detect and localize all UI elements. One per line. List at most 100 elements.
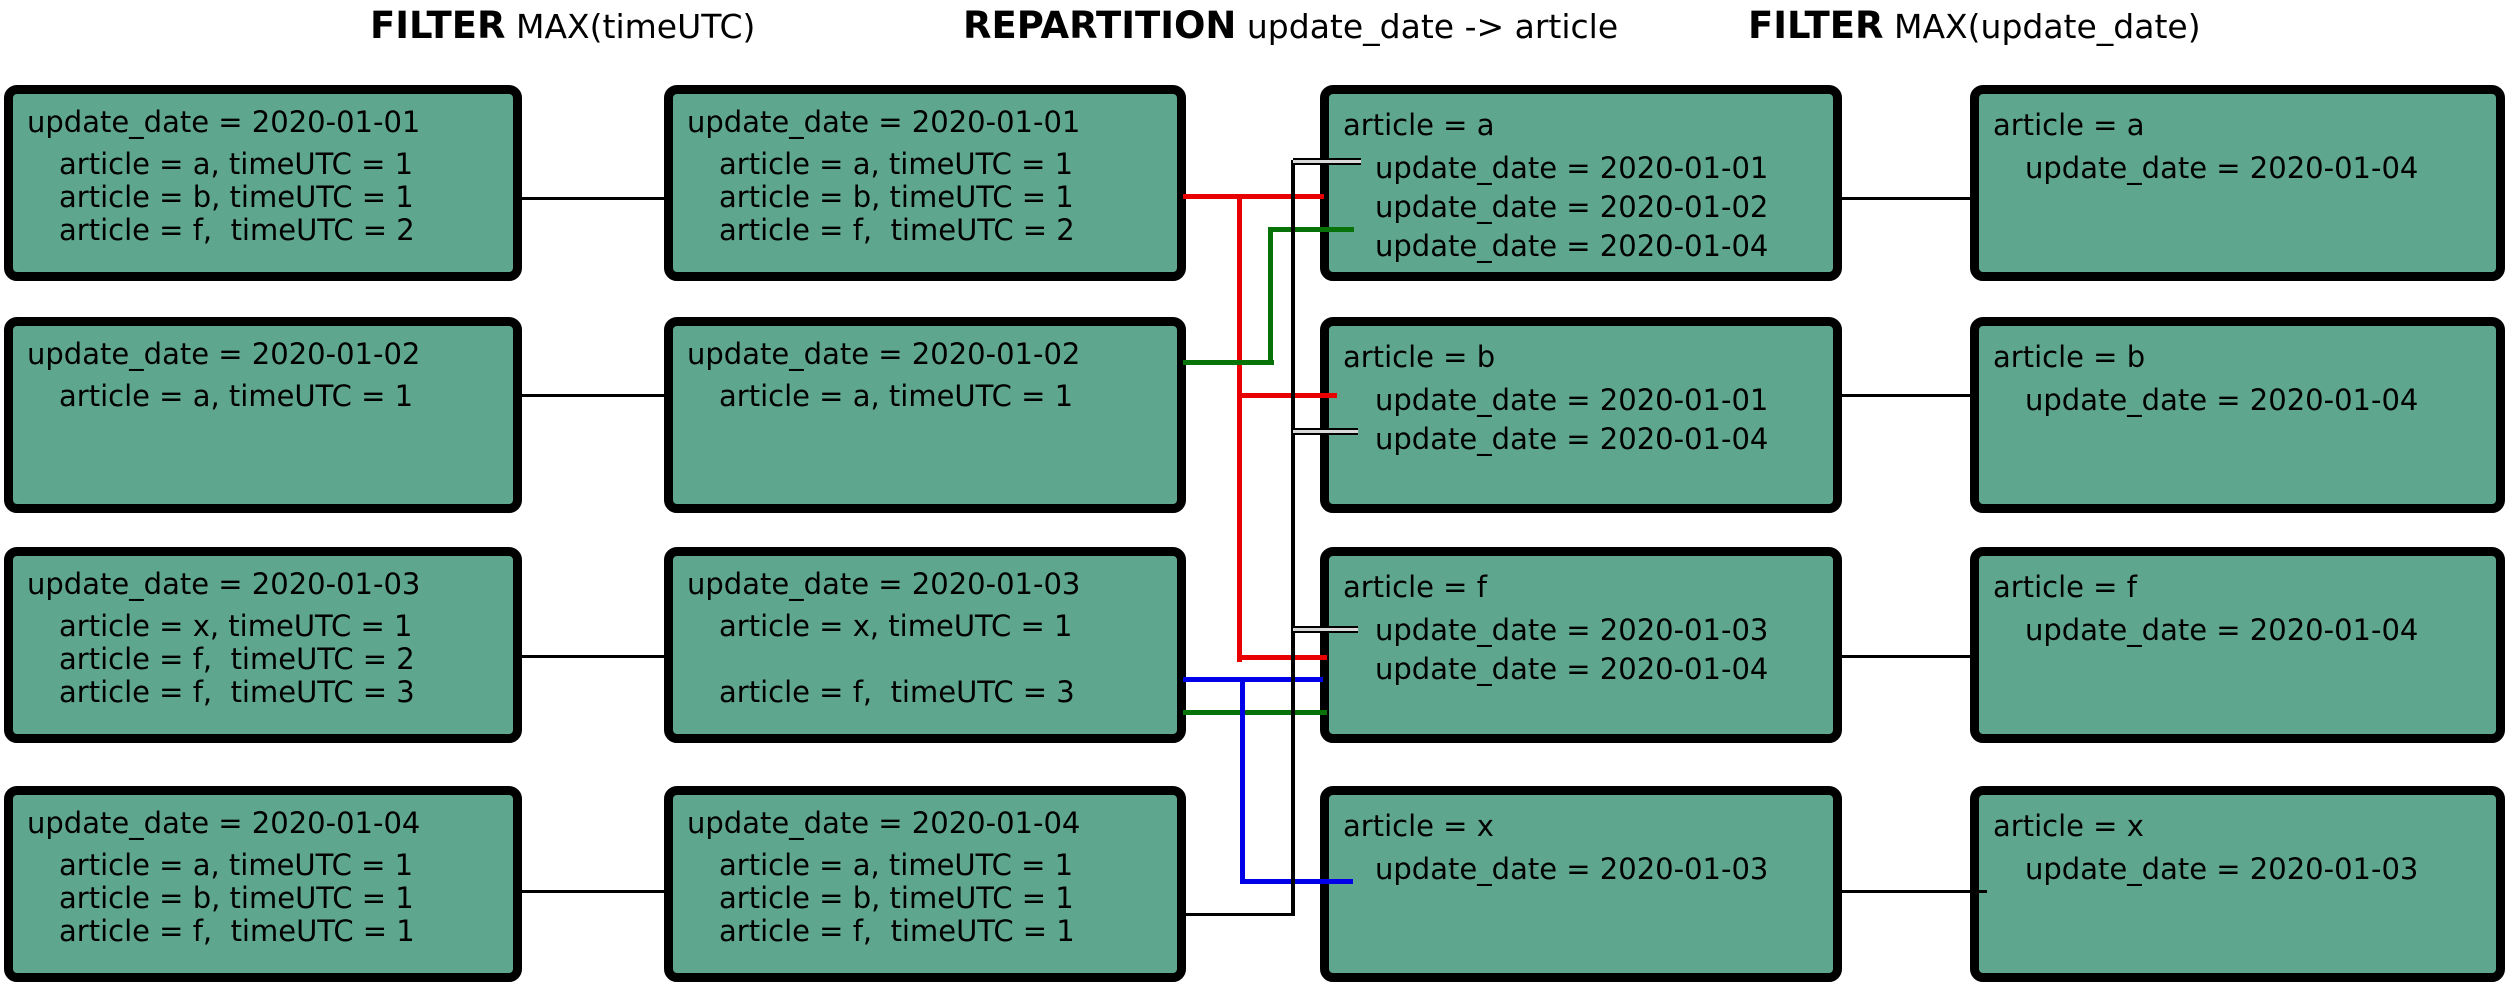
partition-key: update_date = 2020-01-02 — [687, 337, 1081, 371]
edge-green-to-article-a — [1268, 227, 1354, 232]
stage-title: FILTER — [370, 4, 506, 47]
record-row-blank — [687, 643, 1171, 676]
edge-green-to-article-f — [1183, 710, 1327, 715]
partition-key: update_date = 2020-01-01 — [27, 105, 421, 139]
edge-article-x-filter — [1838, 890, 1987, 893]
partition-key: update_date = 2020-01-04 — [687, 806, 1081, 840]
partition-box-date-2020-01-04: update_date = 2020-01-04 article = a, ti… — [4, 786, 522, 982]
edge-red-vertical — [1237, 194, 1242, 662]
record-row: update_date = 2020-01-04 — [1375, 229, 1769, 263]
record-row: article = a, timeUTC = 1 — [719, 848, 1074, 882]
record-row: update_date = 2020-01-04 — [1375, 422, 1769, 456]
partition-key: article = a — [1343, 108, 1495, 142]
edge-red-to-article-f — [1237, 655, 1327, 660]
record-row: article = f, timeUTC = 1 — [719, 914, 1075, 948]
edge-black-to-article-b — [1293, 428, 1358, 435]
record-row: update_date = 2020-01-04 — [2025, 151, 2419, 185]
partition-key: article = a — [1993, 108, 2145, 142]
partition-key: update_date = 2020-01-01 — [687, 105, 1081, 139]
result-box-f: article = f update_date = 2020-01-04 — [1970, 547, 2505, 743]
record-row — [687, 446, 1171, 479]
record-row — [687, 413, 1171, 446]
record-row: article = b, timeUTC = 1 — [719, 180, 1074, 214]
record-row — [27, 413, 507, 446]
result-box-a: article = a update_date = 2020-01-04 — [1970, 85, 2505, 281]
edge-green-vertical — [1268, 227, 1273, 365]
result-box-b: article = b update_date = 2020-01-04 — [1970, 317, 2505, 513]
stage-header-repartition: REPARTITION update_date -> article — [963, 4, 1618, 47]
article-box-a: article = a update_date = 2020-01-01 upd… — [1320, 85, 1842, 281]
partition-box-date-2020-01-03: update_date = 2020-01-03 article = x, ti… — [4, 547, 522, 743]
article-box-x: article = x update_date = 2020-01-03 — [1320, 786, 1842, 982]
record-row: article = a, timeUTC = 1 — [59, 379, 414, 413]
partition-key: article = x — [1993, 809, 2144, 843]
edge-red-to-article-a — [1183, 194, 1324, 199]
record-row: article = f, timeUTC = 3 — [719, 675, 1075, 709]
stage-title: FILTER — [1748, 4, 1884, 47]
record-row: update_date = 2020-01-02 — [1375, 190, 1769, 224]
article-box-b: article = b update_date = 2020-01-01 upd… — [1320, 317, 1842, 513]
record-row: article = a, timeUTC = 1 — [59, 848, 414, 882]
edge-row1-filter — [520, 197, 666, 200]
filtered-box-date-2020-01-01: update_date = 2020-01-01 article = a, ti… — [664, 85, 1186, 281]
partition-key: update_date = 2020-01-02 — [27, 337, 421, 371]
partition-key: article = f — [1993, 570, 2137, 604]
filtered-box-date-2020-01-02: update_date = 2020-01-02 article = a, ti… — [664, 317, 1186, 513]
record-row: update_date = 2020-01-04 — [2025, 383, 2419, 417]
partition-box-date-2020-01-01: update_date = 2020-01-01 article = a, ti… — [4, 85, 522, 281]
edge-article-a-filter — [1838, 197, 1972, 200]
record-row: article = b, timeUTC = 1 — [59, 180, 414, 214]
record-row: update_date = 2020-01-03 — [1375, 613, 1769, 647]
filtered-box-date-2020-01-04: update_date = 2020-01-04 article = a, ti… — [664, 786, 1186, 982]
record-row: article = f, timeUTC = 3 — [59, 675, 415, 709]
edge-blue-to-article-x — [1240, 879, 1353, 884]
result-box-x: article = x update_date = 2020-01-03 — [1970, 786, 2505, 982]
partition-key: article = b — [1993, 340, 2146, 374]
edge-black-to-article-f — [1293, 626, 1358, 633]
stage-title: REPARTITION — [963, 4, 1237, 47]
stage-detail: MAX(update_date) — [1894, 7, 2201, 46]
stage-detail: update_date -> article — [1246, 7, 1619, 46]
edge-black-to-article-a — [1293, 158, 1361, 165]
record-row: article = x, timeUTC = 1 — [59, 609, 413, 643]
edge-black-vertical — [1291, 160, 1295, 916]
partition-key: article = x — [1343, 809, 1494, 843]
record-row: article = b, timeUTC = 1 — [59, 881, 414, 915]
partition-key: update_date = 2020-01-03 — [687, 567, 1081, 601]
record-row: article = f, timeUTC = 2 — [719, 213, 1075, 247]
record-row: update_date = 2020-01-04 — [1375, 652, 1769, 686]
record-row: update_date = 2020-01-04 — [2025, 613, 2419, 647]
edge-blue-vertical — [1240, 677, 1245, 884]
record-row: article = a, timeUTC = 1 — [59, 147, 414, 181]
edge-article-b-filter — [1838, 394, 1972, 397]
record-row: update_date = 2020-01-01 — [1375, 383, 1769, 417]
record-row: article = f, timeUTC = 2 — [59, 213, 415, 247]
record-row: article = f, timeUTC = 2 — [59, 642, 415, 676]
record-row: article = a, timeUTC = 1 — [719, 379, 1074, 413]
stage-detail: MAX(timeUTC) — [516, 7, 756, 46]
stage-header-filter-timeutc: FILTER MAX(timeUTC) — [370, 4, 755, 47]
edge-green-from-0102 — [1183, 360, 1274, 365]
partition-key: article = f — [1343, 570, 1487, 604]
filtered-box-date-2020-01-03: update_date = 2020-01-03 article = x, ti… — [664, 547, 1186, 743]
record-row: update_date = 2020-01-03 — [2025, 852, 2419, 886]
record-row: article = b, timeUTC = 1 — [719, 881, 1074, 915]
partition-key: update_date = 2020-01-03 — [27, 567, 421, 601]
record-row: update_date = 2020-01-01 — [1375, 151, 1769, 185]
partition-box-date-2020-01-02: update_date = 2020-01-02 article = a, ti… — [4, 317, 522, 513]
edge-row3-filter — [520, 655, 666, 658]
record-row: update_date = 2020-01-03 — [1375, 852, 1769, 886]
record-row: article = f, timeUTC = 1 — [59, 914, 415, 948]
edge-red-to-article-b — [1237, 393, 1337, 398]
edge-row2-filter — [520, 394, 666, 397]
edge-blue-from-0103 — [1183, 677, 1323, 682]
stage-header-filter-update-date: FILTER MAX(update_date) — [1748, 4, 2201, 47]
edge-black-from-0104 — [1184, 913, 1294, 916]
article-box-f: article = f update_date = 2020-01-03 upd… — [1320, 547, 1842, 743]
partition-key: article = b — [1343, 340, 1496, 374]
edge-article-f-filter — [1838, 655, 1972, 658]
edge-row4-filter — [520, 890, 666, 893]
record-row — [27, 446, 507, 479]
record-row: article = a, timeUTC = 1 — [719, 147, 1074, 181]
